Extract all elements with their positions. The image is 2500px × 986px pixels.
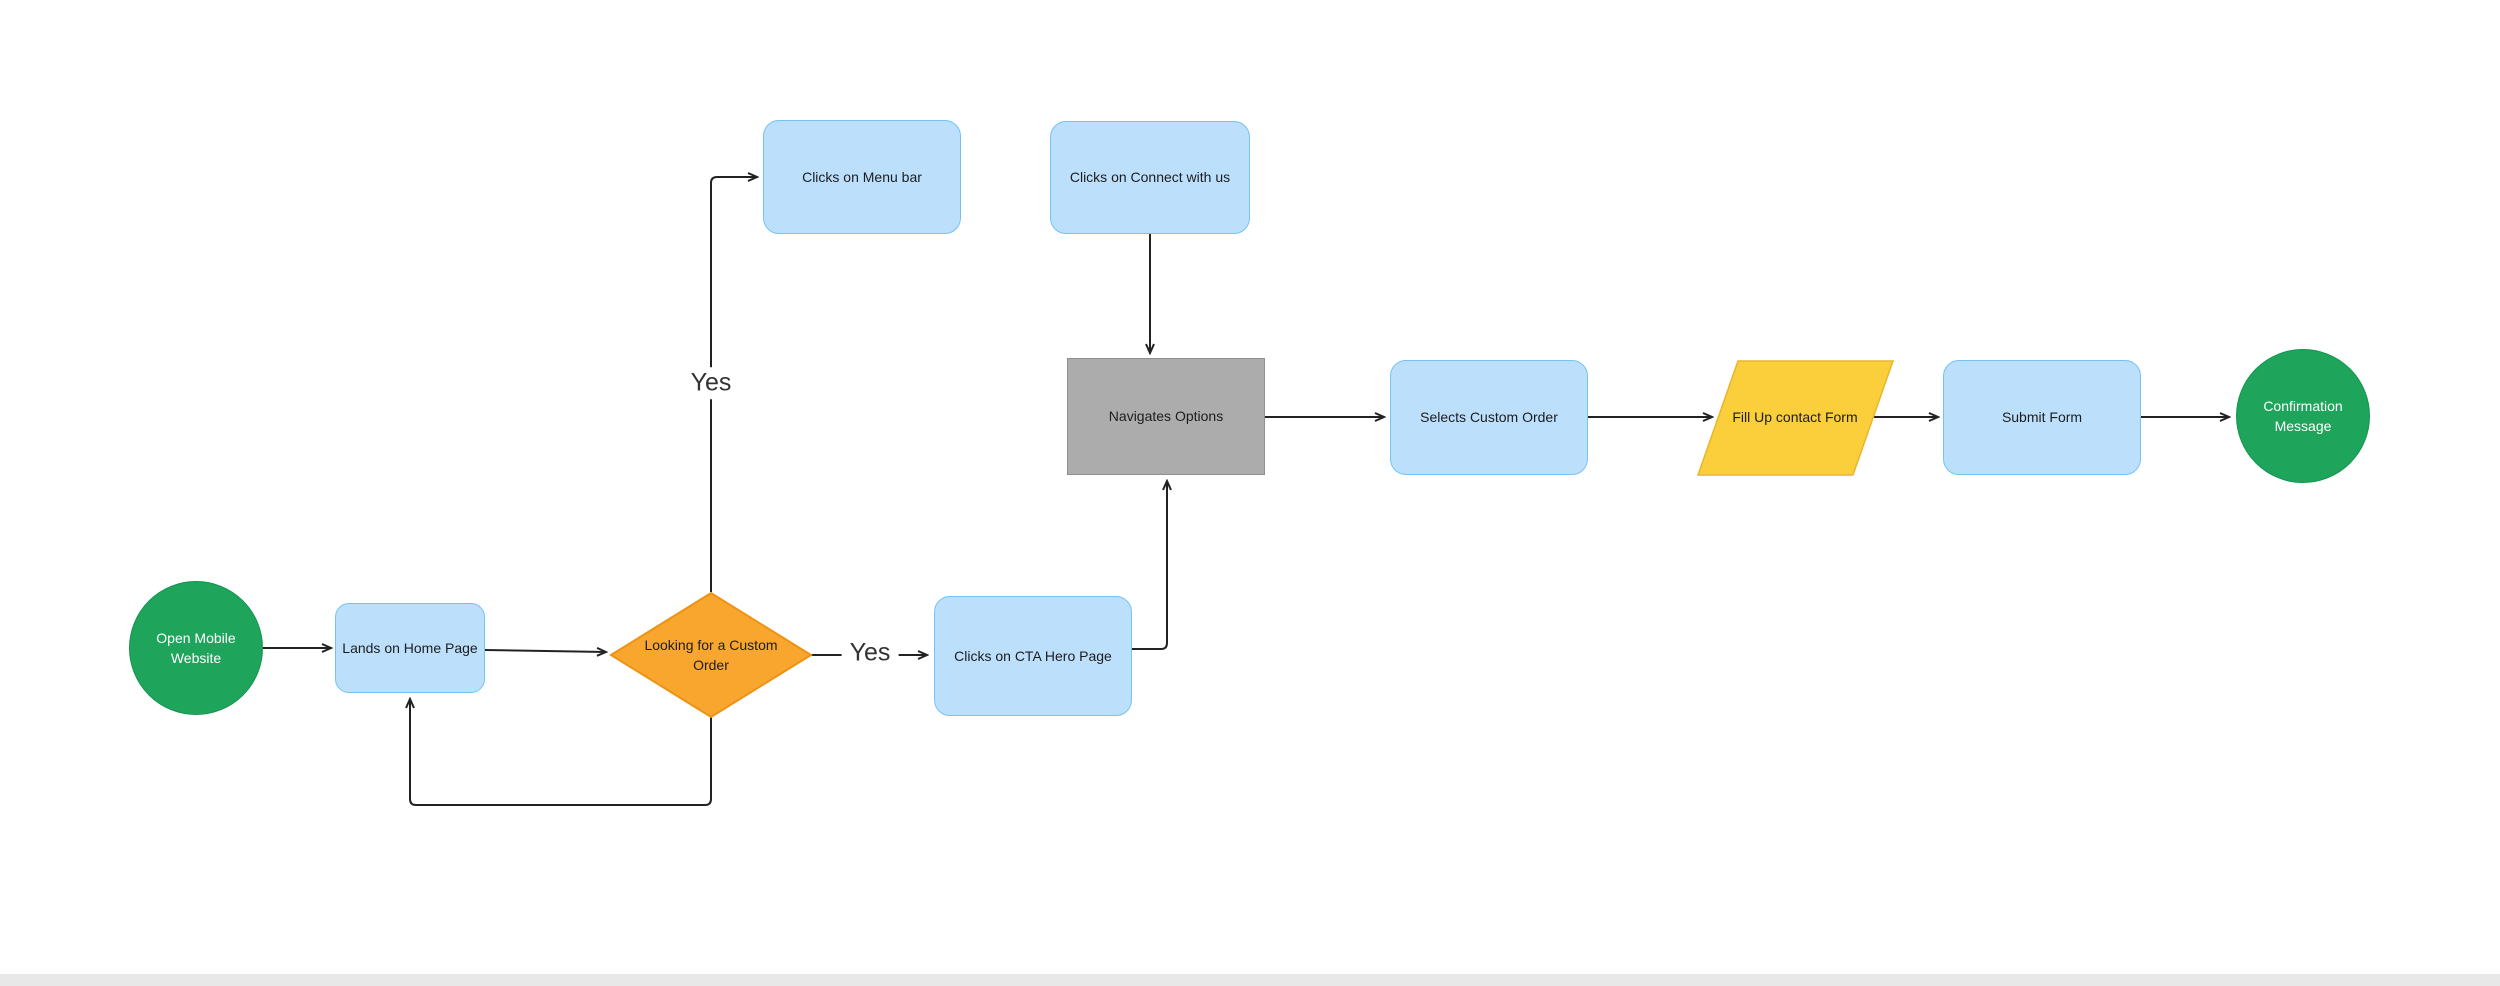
node-cta-hero-label: Clicks on CTA Hero Page bbox=[954, 647, 1112, 664]
node-end-label: Confirmation Message bbox=[2263, 397, 2343, 434]
node-end[interactable]: Confirmation Message bbox=[2236, 349, 2370, 483]
node-start-label: Open Mobile Website bbox=[156, 629, 236, 666]
node-navigates-options[interactable]: Navigates Options bbox=[1067, 358, 1265, 475]
edge-label-yes-right: Yes bbox=[841, 637, 899, 669]
node-lands-home[interactable]: Lands on Home Page bbox=[335, 603, 485, 693]
node-cta-hero[interactable]: Clicks on CTA Hero Page bbox=[934, 596, 1132, 716]
edge-cta-to-navigates[interactable] bbox=[1132, 481, 1167, 650]
edge-lands-to-decision[interactable] bbox=[484, 650, 606, 652]
node-submit-form[interactable]: Submit Form bbox=[1943, 360, 2141, 475]
node-connect-with-us-label: Clicks on Connect with us bbox=[1069, 169, 1231, 186]
edge-decision-to-menu[interactable] bbox=[710, 177, 757, 592]
node-menu-bar[interactable]: Clicks on Menu bar bbox=[763, 120, 961, 234]
node-start[interactable]: Open Mobile Website bbox=[129, 581, 263, 715]
edge-label-yes-top: Yes bbox=[682, 367, 740, 399]
node-lands-home-label: Lands on Home Page bbox=[342, 639, 478, 656]
node-navigates-options-label: Navigates Options bbox=[1108, 408, 1224, 425]
edge-decision-loop-to-lands[interactable] bbox=[410, 699, 712, 806]
node-menu-bar-label: Clicks on Menu bar bbox=[802, 168, 922, 185]
node-submit-form-label: Submit Form bbox=[2001, 409, 2083, 426]
node-fill-contact-form-shape[interactable] bbox=[1696, 360, 1895, 476]
window-bottom-edge bbox=[0, 974, 2500, 986]
node-selects-custom-order-label: Selects Custom Order bbox=[1420, 409, 1558, 426]
node-selects-custom-order[interactable]: Selects Custom Order bbox=[1390, 360, 1588, 475]
node-connect-with-us[interactable]: Clicks on Connect with us bbox=[1050, 121, 1250, 234]
node-decision-custom-order-shape[interactable] bbox=[609, 591, 813, 719]
